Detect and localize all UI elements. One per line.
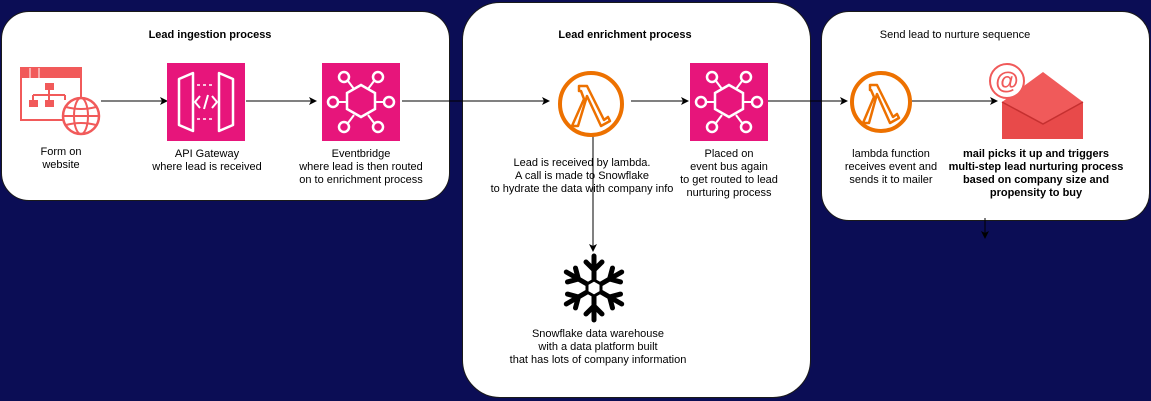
nurture-sequence-title: Send lead to nurture sequence xyxy=(879,29,1031,41)
lambda-icon xyxy=(850,71,912,133)
mail-icon: @ xyxy=(989,63,1084,139)
website-form-icon xyxy=(20,67,101,136)
eventbridge-label: Eventbridge where lead is then routed on… xyxy=(299,148,423,186)
eventbridge-icon xyxy=(690,63,768,141)
eventbridge-requeue-label: Placed on event bus again to get routed … xyxy=(680,148,778,199)
lambda-icon xyxy=(558,71,624,137)
form-label: Form on website xyxy=(40,146,82,171)
lambda-mailer-label: lambda function receives event and sends… xyxy=(844,148,938,186)
lead-ingestion-title: Lead ingestion process xyxy=(148,29,272,41)
svg-text:@: @ xyxy=(995,68,1018,95)
api-gateway-label: API Gateway where lead is received xyxy=(152,148,262,173)
lead-enrichment-title: Lead enrichment process xyxy=(558,29,692,41)
lambda-enrichment-label: Lead is received by lambda. A call is ma… xyxy=(490,157,674,195)
mailer-label: mail picks it up and triggers multi-step… xyxy=(948,148,1124,199)
api-gateway-icon xyxy=(167,63,245,141)
snowflake-icon xyxy=(563,253,625,323)
eventbridge-icon xyxy=(322,63,400,141)
snowflake-label: Snowflake data warehouse with a data pla… xyxy=(509,328,687,366)
